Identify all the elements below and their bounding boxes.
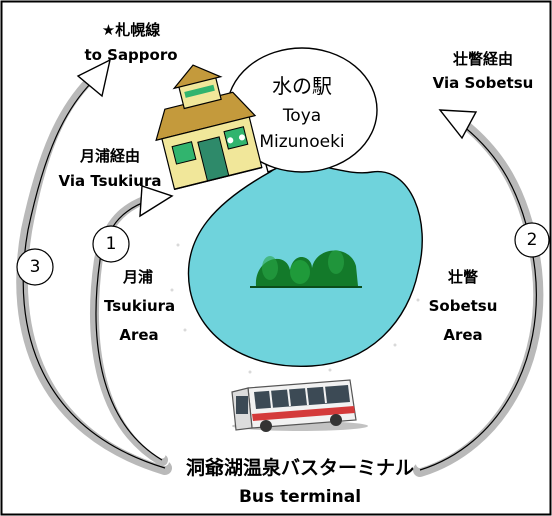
route-3-number: 3 xyxy=(29,257,41,277)
terminal-label-jp: 洞爺湖温泉バスターミナル xyxy=(185,457,414,479)
sobetsu-via-label-en: Via Sobetsu xyxy=(432,74,534,92)
route-2-number: 2 xyxy=(526,230,538,250)
tsukiura-via-label-en: Via Tsukiura xyxy=(58,172,162,190)
sapporo-label-jp: ★札幌線 xyxy=(101,21,161,39)
route-2-arrow xyxy=(413,109,544,477)
sobetsu-via-label-jp: 壮瞥経由 xyxy=(452,50,513,68)
terminal-label-en: Bus terminal xyxy=(238,487,362,507)
station-building-icon xyxy=(155,64,263,191)
route-1-number: 1 xyxy=(105,234,117,254)
bubble-line-1: Toya xyxy=(282,106,322,126)
bus-icon xyxy=(231,379,368,432)
bubble-line-2: Mizunoeki xyxy=(259,132,345,152)
sobetsu-area-label-jp: 壮瞥 xyxy=(447,268,478,286)
sobetsu-area-label-en1: Sobetsu xyxy=(428,297,498,315)
route-2-circle xyxy=(514,222,550,258)
sobetsu-area-label-en2: Area xyxy=(443,326,483,344)
route-1-arrow xyxy=(90,185,174,466)
tsukiura-area-label-jp: 月浦 xyxy=(122,268,153,286)
island-icon xyxy=(250,250,362,288)
tsukiura-area-label-en2: Area xyxy=(119,326,159,344)
tsukiura-via-label-jp: 月浦経由 xyxy=(79,147,140,165)
tsukiura-area-label-en1: Tsukiura xyxy=(104,297,176,315)
bubble-title: 水の駅 xyxy=(272,74,332,98)
route-1-circle xyxy=(92,225,130,263)
sapporo-label-en: to Sapporo xyxy=(84,46,178,64)
route-3-circle xyxy=(16,248,54,286)
